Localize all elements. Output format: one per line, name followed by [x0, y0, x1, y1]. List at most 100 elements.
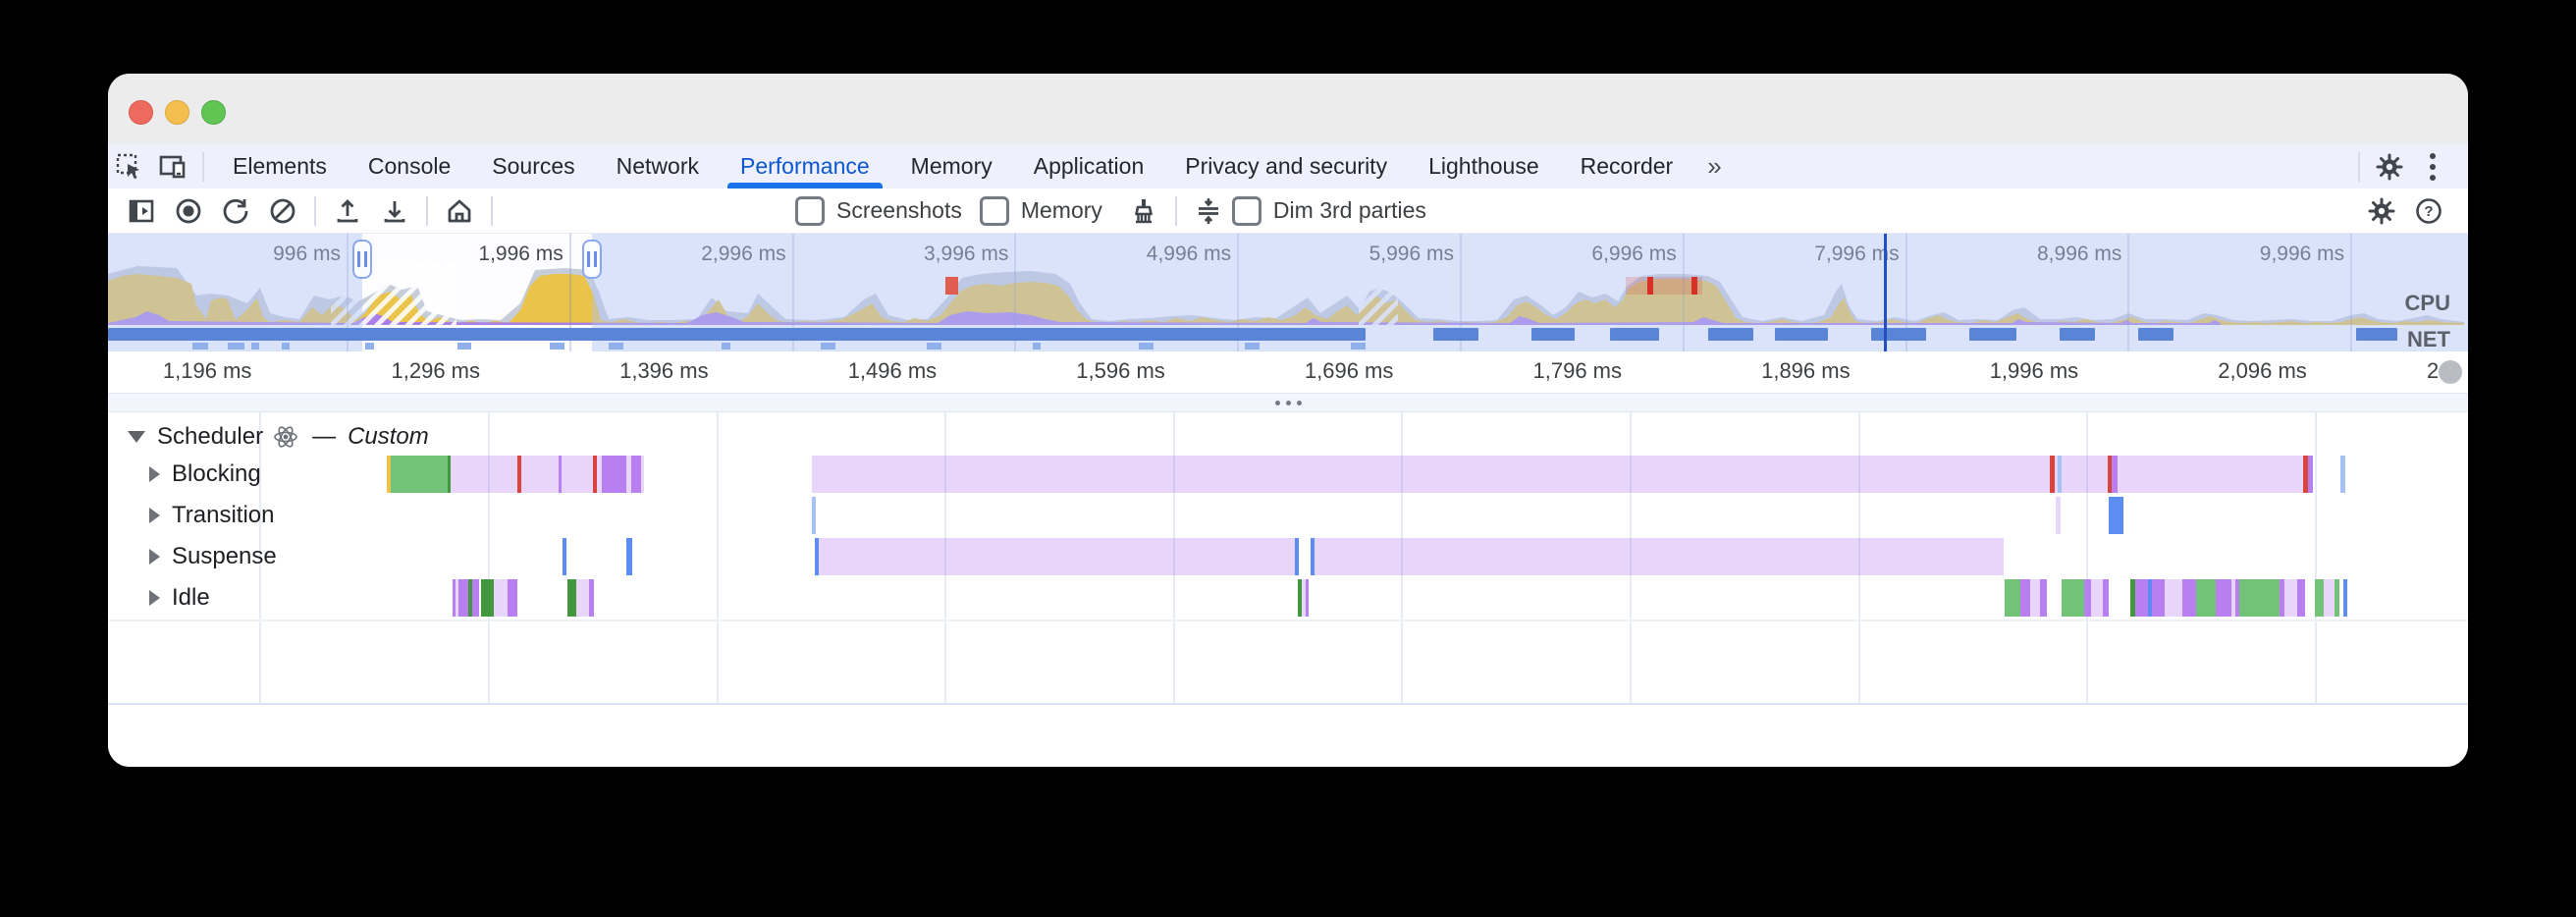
flame-segment[interactable]: [812, 456, 2313, 493]
flame-segment[interactable]: [626, 538, 632, 575]
vertical-scrollbar-thumb[interactable]: [2439, 360, 2462, 384]
flame-segment[interactable]: [563, 538, 566, 575]
row-label-transition[interactable]: Transition: [149, 495, 274, 536]
flame-segment[interactable]: [2235, 579, 2239, 617]
track-header-scheduler[interactable]: Scheduler—Custom: [108, 420, 429, 454]
tab-application[interactable]: Application: [1013, 144, 1165, 189]
flame-segment[interactable]: [387, 456, 391, 493]
tab-memory[interactable]: Memory: [890, 144, 1013, 189]
flame-segment[interactable]: [2216, 579, 2231, 617]
flame-segment[interactable]: [2343, 579, 2347, 617]
collect-garbage-button[interactable]: [1120, 190, 1167, 232]
flame-segment[interactable]: [517, 456, 521, 493]
flame-segment[interactable]: [2303, 456, 2308, 493]
issue-marker[interactable]: [945, 277, 958, 295]
tab-elements[interactable]: Elements: [212, 144, 348, 189]
flame-segment[interactable]: [819, 538, 1296, 575]
flame-segment[interactable]: [508, 579, 517, 617]
flame-segment[interactable]: [1302, 579, 1306, 617]
memory-checkbox[interactable]: [979, 195, 1009, 226]
tab-sources[interactable]: Sources: [471, 144, 595, 189]
selection-handle-right[interactable]: [582, 240, 602, 279]
minimize-window-button[interactable]: [165, 100, 189, 125]
row-label-idle[interactable]: Idle: [149, 577, 210, 619]
flame-segment[interactable]: [815, 538, 819, 575]
flame-segment[interactable]: [2135, 579, 2148, 617]
flame-segment[interactable]: [453, 579, 456, 617]
collapse-tracks-button[interactable]: [1185, 190, 1232, 232]
record-button[interactable]: [165, 190, 212, 232]
long-task-marker-band[interactable]: [1626, 277, 1702, 295]
row-label-suspense[interactable]: Suspense: [149, 536, 277, 577]
flame-segment[interactable]: [1295, 538, 1299, 575]
flame-segment[interactable]: [494, 579, 508, 617]
expand-triangle-icon[interactable]: [149, 466, 160, 482]
flame-segment[interactable]: [2058, 456, 2062, 493]
flame-segment[interactable]: [559, 456, 562, 493]
flame-segment[interactable]: [2091, 579, 2103, 617]
more-tabs-button[interactable]: »: [1707, 151, 1722, 181]
help-button[interactable]: ?: [2405, 190, 2452, 232]
flame-segment[interactable]: [2005, 579, 2020, 617]
dim-3rd-parties-checkbox[interactable]: [1231, 195, 1261, 226]
settings-button[interactable]: [2368, 147, 2411, 187]
flame-segment[interactable]: [458, 579, 468, 617]
flame-segment[interactable]: [2109, 497, 2123, 534]
tab-network[interactable]: Network: [596, 144, 720, 189]
flame-segment[interactable]: [456, 579, 458, 617]
flame-segment[interactable]: [2020, 579, 2030, 617]
flame-segment[interactable]: [593, 456, 597, 493]
flame-segment[interactable]: [1298, 579, 1302, 617]
flame-segment[interactable]: [391, 456, 448, 493]
home-button[interactable]: [436, 190, 483, 232]
flame-segment[interactable]: [2040, 579, 2047, 617]
flame-segment[interactable]: [631, 456, 641, 493]
flame-segment[interactable]: [481, 579, 494, 617]
tab-console[interactable]: Console: [348, 144, 471, 189]
flame-segment[interactable]: [589, 579, 594, 617]
expand-triangle-icon[interactable]: [149, 590, 160, 606]
flame-segment[interactable]: [2340, 456, 2345, 493]
flame-segment[interactable]: [2334, 579, 2339, 617]
collapse-triangle-icon[interactable]: [128, 431, 145, 443]
inspect-element-button[interactable]: [108, 147, 151, 187]
flame-segment[interactable]: [2315, 579, 2324, 617]
flame-segment[interactable]: [2108, 456, 2112, 493]
main-menu-button[interactable]: [2411, 147, 2454, 187]
zoom-window-button[interactable]: [201, 100, 226, 125]
flame-segment[interactable]: [1306, 579, 1309, 617]
flame-segment[interactable]: [812, 497, 816, 534]
record-and-reload-button[interactable]: [212, 190, 259, 232]
flame-segment[interactable]: [2152, 579, 2165, 617]
flame-segment[interactable]: [2062, 579, 2084, 617]
overview-resize-handle[interactable]: [108, 393, 2468, 412]
performance-settings-button[interactable]: [2358, 190, 2405, 232]
flame-segment[interactable]: [2084, 579, 2091, 617]
flame-segment[interactable]: [2196, 579, 2216, 617]
flame-segment[interactable]: [2308, 456, 2313, 493]
window-titlebar[interactable]: [108, 74, 2468, 145]
expand-triangle-icon[interactable]: [149, 508, 160, 523]
clear-recording-button[interactable]: [259, 190, 306, 232]
device-toolbar-button[interactable]: [151, 147, 194, 187]
flame-segment[interactable]: [2297, 579, 2305, 617]
tab-lighthouse[interactable]: Lighthouse: [1408, 144, 1560, 189]
screenshots-checkbox[interactable]: [795, 195, 825, 226]
flame-segment[interactable]: [2056, 497, 2061, 534]
flame-segment[interactable]: [2112, 456, 2118, 493]
toggle-sidebar-button[interactable]: [118, 190, 165, 232]
load-profile-button[interactable]: [324, 190, 371, 232]
flame-segment[interactable]: [2165, 579, 2182, 617]
flame-segment[interactable]: [2182, 579, 2196, 617]
flame-segment[interactable]: [2284, 579, 2297, 617]
flame-segment[interactable]: [576, 579, 589, 617]
tab-performance[interactable]: Performance: [720, 144, 890, 189]
flame-segment[interactable]: [468, 579, 472, 617]
flame-segment[interactable]: [1311, 538, 1315, 575]
tab-recorder[interactable]: Recorder: [1560, 144, 1694, 189]
playhead-line[interactable]: [1884, 234, 1887, 351]
tab-privacy-and-security[interactable]: Privacy and security: [1164, 144, 1408, 189]
flame-segment[interactable]: [2130, 579, 2135, 617]
